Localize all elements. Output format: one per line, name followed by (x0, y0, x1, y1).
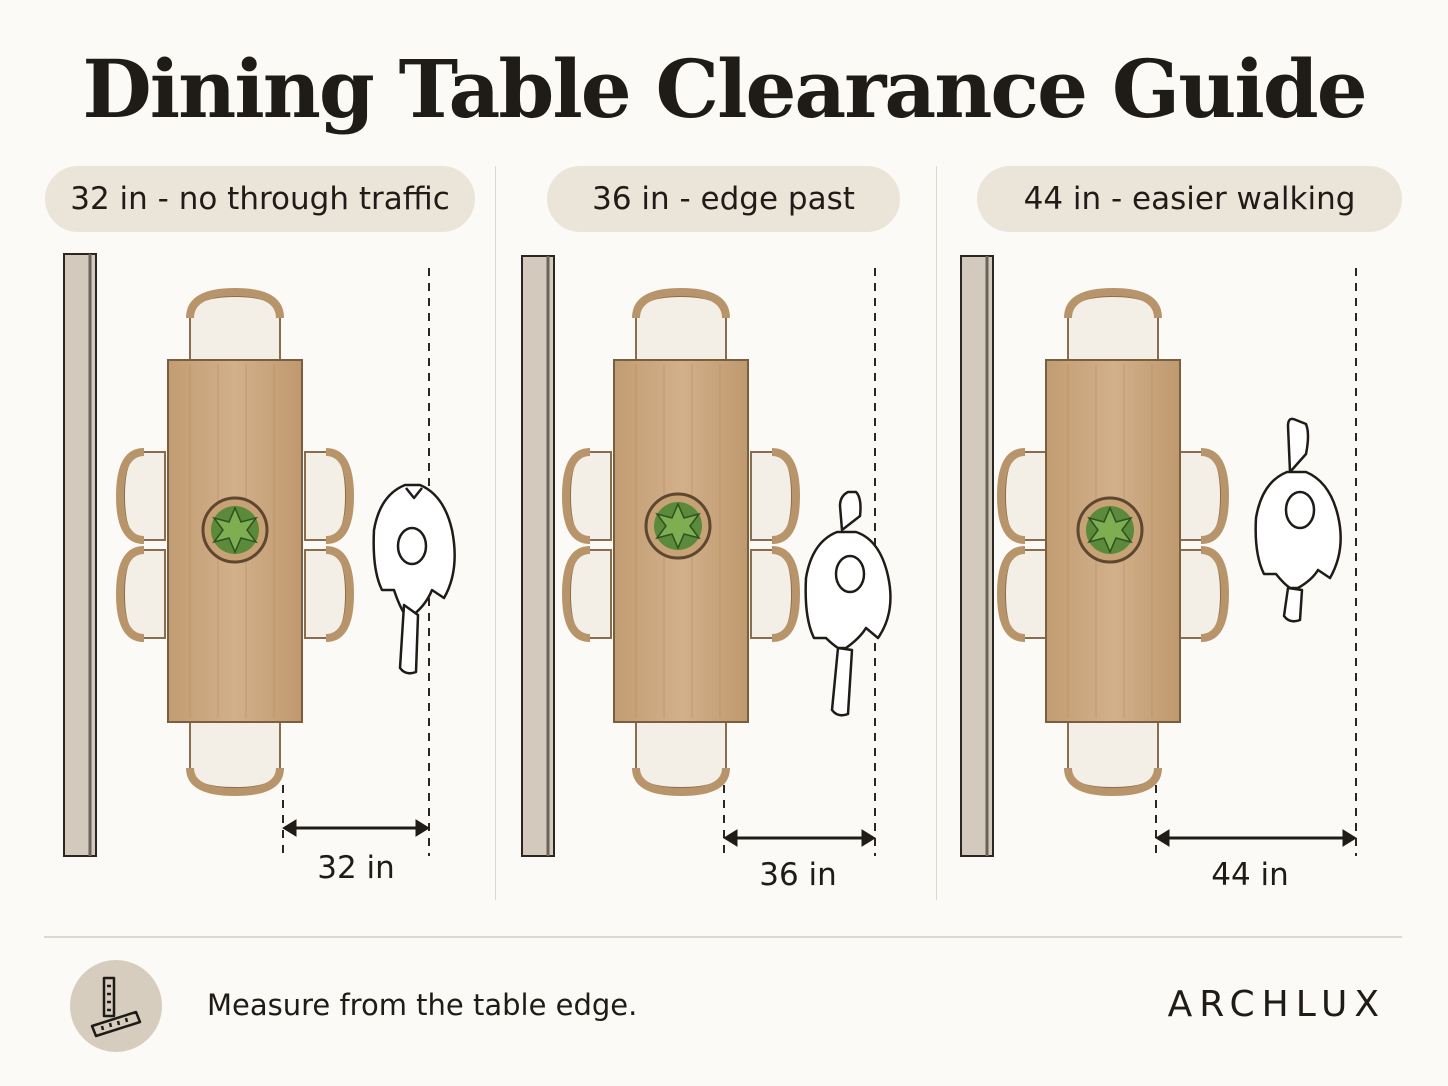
floorplan-36in: 36 in (521, 255, 892, 893)
chair-left-2 (115, 546, 166, 642)
chair-bottom (186, 721, 284, 797)
floorplan-44in: 44 in (960, 255, 1357, 893)
pill-44in: 44 in - easier walking (977, 166, 1402, 232)
chair-left-1 (115, 448, 166, 544)
centerpiece-plant-icon (644, 492, 712, 560)
chair-bottom (632, 721, 730, 797)
centerpiece-plant-icon (201, 496, 269, 564)
chair-left-1 (996, 448, 1047, 544)
footer-divider (44, 936, 1402, 938)
chair-right-2 (750, 546, 801, 642)
pill-36in: 36 in - edge past (547, 166, 900, 232)
chair-top (632, 287, 730, 363)
ruler-icon (70, 960, 162, 1052)
person-walking-icon (1254, 417, 1342, 623)
person-walking-icon (372, 483, 456, 675)
page-title: Dining Table Clearance Guide (82, 42, 1367, 136)
dimension-arrow (723, 829, 876, 847)
dimension-arrow (1155, 829, 1357, 847)
chair-left-1 (561, 448, 612, 544)
chair-top (186, 287, 284, 363)
pill-32in: 32 in - no through traffic (45, 166, 475, 232)
chair-right-2 (304, 546, 355, 642)
footer-note: Measure from the table edge. (207, 988, 638, 1022)
dimension-arrow (282, 819, 430, 837)
panel-divider (495, 166, 496, 900)
chair-right-2 (1179, 546, 1230, 642)
panel-divider (936, 166, 937, 900)
dimension-label: 36 in (759, 857, 837, 893)
chair-left-2 (996, 546, 1047, 642)
chair-left-2 (561, 546, 612, 642)
chair-bottom (1064, 721, 1162, 797)
person-walking-icon (804, 490, 892, 717)
chair-right-1 (750, 448, 801, 544)
centerpiece-plant-icon (1076, 496, 1144, 564)
brand-logo: ARCHLUX (1167, 984, 1386, 1025)
floorplan-32in: 32 in (63, 253, 456, 886)
chair-right-1 (1179, 448, 1230, 544)
chair-right-1 (304, 448, 355, 544)
dimension-label: 32 in (317, 850, 395, 886)
chair-top (1064, 287, 1162, 363)
dimension-label: 44 in (1211, 857, 1289, 893)
